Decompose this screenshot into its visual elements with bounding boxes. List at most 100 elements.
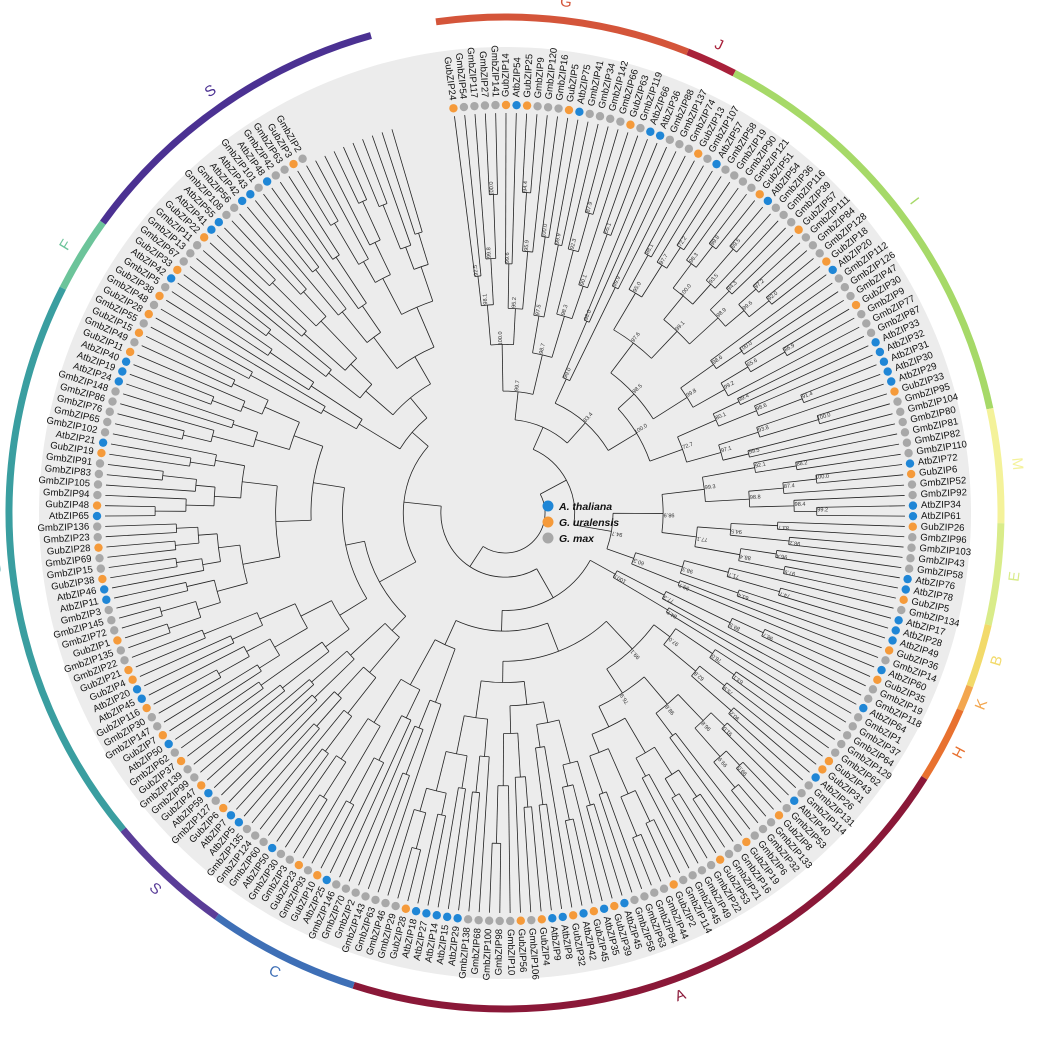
- species-dot: [843, 731, 851, 739]
- species-dot: [829, 266, 837, 274]
- species-dot: [142, 704, 150, 712]
- species-dot: [837, 740, 845, 748]
- species-dot: [902, 585, 910, 593]
- species-dot: [906, 459, 914, 467]
- species-dot: [103, 418, 111, 426]
- species-dot: [596, 112, 604, 120]
- species-dot: [909, 523, 917, 531]
- leaf-label: GmbZIP141: [489, 45, 501, 97]
- species-dot: [610, 902, 618, 910]
- subfamily-label: S: [202, 81, 220, 101]
- species-dot: [893, 397, 901, 405]
- bootstrap-label: 98.2: [789, 539, 800, 546]
- species-dot: [135, 329, 143, 337]
- bootstrap-label: 98.8: [750, 494, 761, 501]
- species-dot: [159, 731, 167, 739]
- species-dot: [298, 155, 306, 163]
- species-dot: [909, 501, 917, 509]
- bootstrap-label: 99.8: [486, 247, 493, 258]
- species-dot: [739, 177, 747, 185]
- species-dot: [794, 226, 802, 234]
- species-dot: [835, 274, 843, 282]
- species-dot: [167, 274, 175, 282]
- species-dot: [756, 190, 764, 198]
- legend-swatch-g-max: [543, 533, 554, 544]
- species-dot: [787, 218, 795, 226]
- bootstrap-label: 92.5: [473, 265, 480, 276]
- bootstrap-label: 95.2: [511, 297, 518, 308]
- species-dot: [94, 533, 102, 541]
- species-dot: [449, 104, 457, 112]
- species-dot: [887, 377, 895, 385]
- species-dot: [207, 226, 215, 234]
- species-dot: [193, 241, 201, 249]
- species-dot: [506, 917, 514, 925]
- subfamily-label: D: [0, 564, 4, 577]
- species-dot: [688, 871, 696, 879]
- species-dot: [108, 397, 116, 405]
- species-dot: [381, 899, 389, 907]
- species-dot: [235, 818, 243, 826]
- legend-label-g-uralensis: G. uralensis: [559, 517, 619, 529]
- subfamily-label: C: [266, 962, 283, 982]
- bootstrap-label: 83.7: [778, 524, 789, 531]
- subfamily-label: I: [906, 194, 922, 208]
- species-dot: [155, 292, 163, 300]
- species-dot: [254, 184, 262, 192]
- leaf-label: GmbZIP100: [481, 928, 494, 980]
- species-dot: [579, 909, 587, 917]
- species-dot: [712, 160, 720, 168]
- leaf-label: GmbZIP94: [43, 487, 90, 500]
- species-dot: [130, 338, 138, 346]
- species-dot: [496, 917, 504, 925]
- species-dot: [660, 885, 668, 893]
- species-dot: [153, 722, 161, 730]
- species-dot: [120, 656, 128, 664]
- species-dot: [126, 348, 134, 356]
- species-dot: [230, 204, 238, 212]
- species-dot: [183, 765, 191, 773]
- species-dot: [138, 695, 146, 703]
- species-dot: [908, 491, 916, 499]
- species-dot: [97, 449, 105, 457]
- species-dot: [894, 616, 902, 624]
- species-dot: [586, 110, 594, 118]
- species-dot: [118, 367, 126, 375]
- species-dot: [351, 888, 359, 896]
- species-dot: [703, 155, 711, 163]
- species-dot: [888, 636, 896, 644]
- species-dot: [694, 149, 702, 157]
- subfamily-label: A: [673, 986, 688, 1005]
- leaf-label: GubZIP14: [501, 53, 512, 97]
- species-dot: [323, 876, 331, 884]
- species-dot: [620, 899, 628, 907]
- species-dot: [523, 101, 531, 109]
- species-dot: [811, 773, 819, 781]
- species-dot: [822, 257, 830, 265]
- species-dot: [527, 916, 535, 924]
- subfamily-arc: [990, 409, 1001, 524]
- species-dot: [215, 218, 223, 226]
- species-dot: [892, 626, 900, 634]
- species-dot: [443, 913, 451, 921]
- species-dot: [859, 704, 867, 712]
- species-dot: [867, 329, 875, 337]
- species-dot: [831, 748, 839, 756]
- species-dot: [565, 106, 573, 114]
- species-dot: [100, 585, 108, 593]
- species-dot: [106, 408, 114, 416]
- species-dot: [816, 249, 824, 257]
- species-dot: [849, 722, 857, 730]
- species-dot: [93, 522, 101, 530]
- species-dot: [877, 666, 885, 674]
- species-dot: [164, 740, 172, 748]
- species-dot: [391, 902, 399, 910]
- species-dot: [453, 914, 461, 922]
- subfamily-arc: [688, 52, 735, 73]
- species-dot: [575, 108, 583, 116]
- species-dot: [802, 233, 810, 241]
- species-dot: [200, 233, 208, 241]
- species-dot: [907, 470, 915, 478]
- species-dot: [122, 357, 130, 365]
